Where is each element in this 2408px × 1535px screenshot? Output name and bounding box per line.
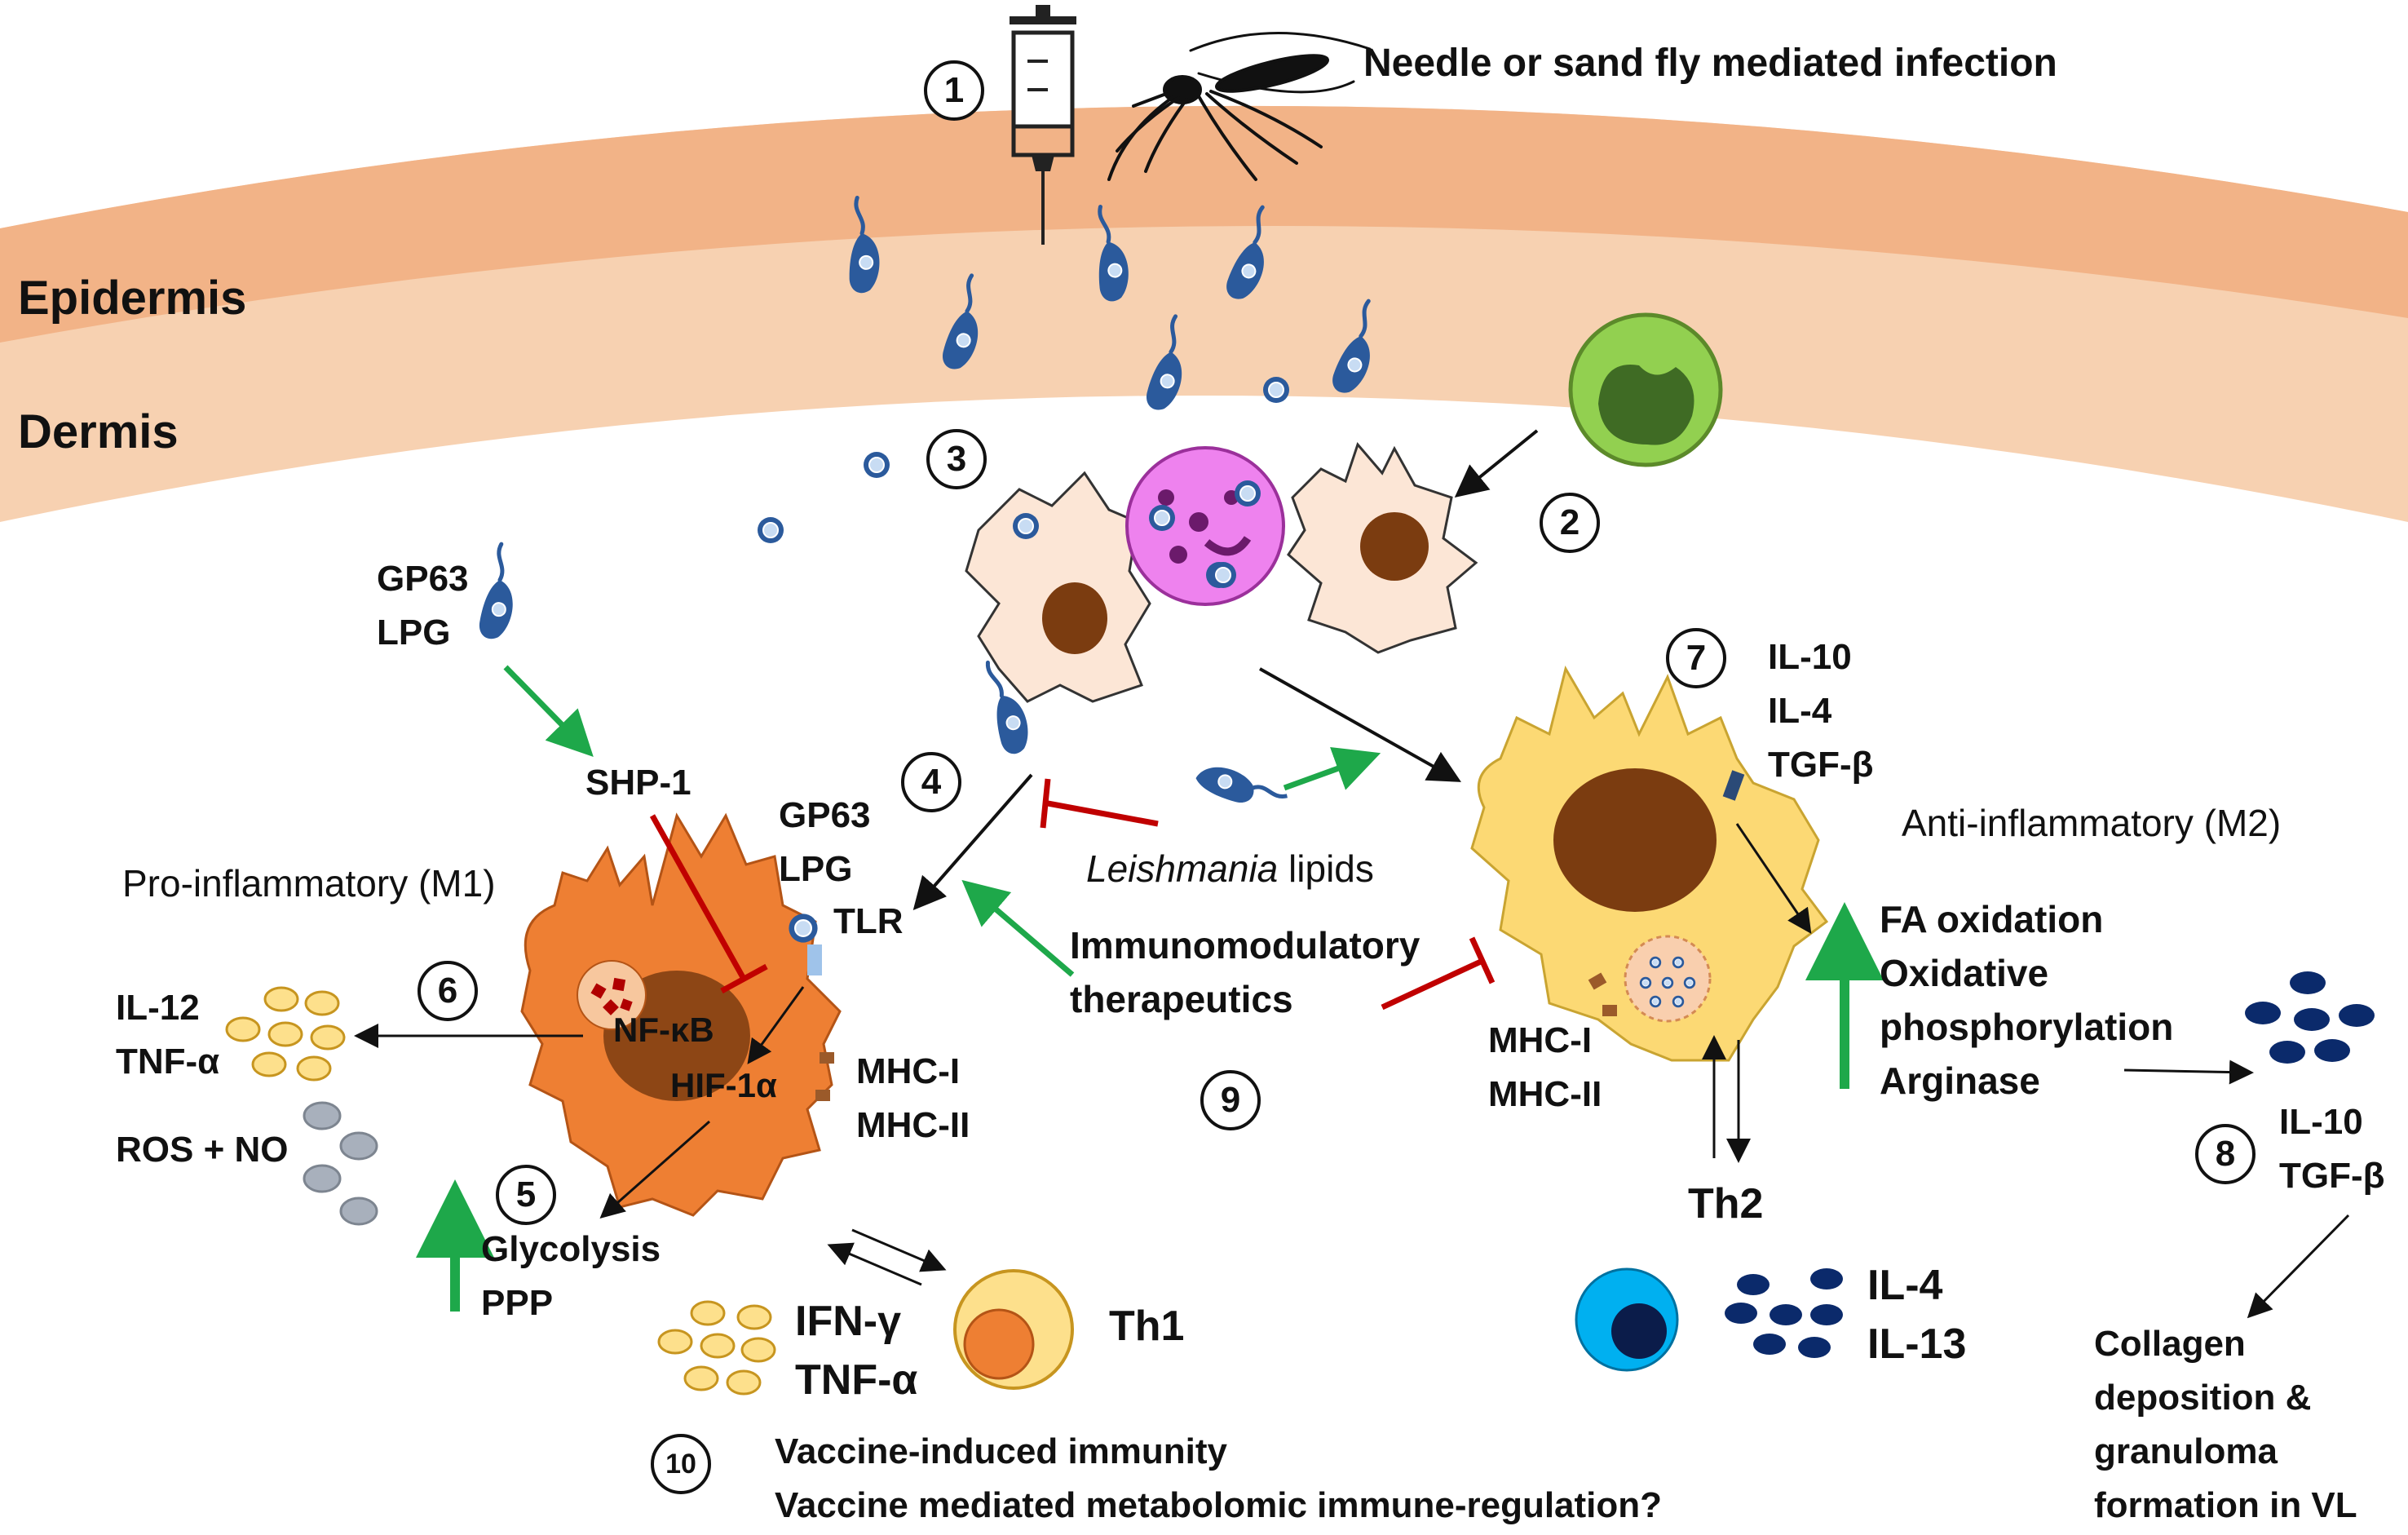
amastigote <box>757 516 784 544</box>
therapeutics-label-line2: therapeutics <box>1070 978 1293 1020</box>
step-3-marker: 3 <box>926 429 987 489</box>
epidermis-label: Epidermis <box>18 272 247 325</box>
m2-title: Anti-inflammatory (M2) <box>1902 802 2282 844</box>
dermis-label: Dermis <box>18 405 179 458</box>
vaccine-line1: Vaccine-induced immunity <box>775 1431 1228 1471</box>
leishmania-italic: Leishmania <box>1086 847 1279 890</box>
m2-il4-label: IL-4 <box>1768 691 1832 731</box>
ros-no-label: ROS + NO <box>116 1130 289 1170</box>
amastigote <box>1012 512 1040 540</box>
ros-granules <box>303 1101 378 1226</box>
parasite-gp63-label: GP63 <box>377 559 469 599</box>
amastigote <box>863 451 890 479</box>
sand-fly-icon <box>1107 32 1372 181</box>
m2-mhc2-label: MHC-II <box>1488 1074 1602 1114</box>
nfkb-label: NF-κB <box>613 1011 714 1049</box>
step-10-marker: 10 <box>651 1434 711 1494</box>
m1-cytokine-granules <box>225 986 346 1082</box>
inhibition-lines <box>649 778 1496 1011</box>
vaccine-line2: Vaccine mediated metabolomic immune-regu… <box>775 1485 1663 1525</box>
step-8-marker: 8 <box>2195 1124 2256 1184</box>
therapeutics-label-line1: Immunomodulatory <box>1070 924 1420 967</box>
promastigote <box>1195 767 1288 803</box>
outcome-line4: formation in VL <box>2094 1485 2357 1525</box>
pathway-arrows <box>354 429 2350 1319</box>
resting-macrophage <box>1287 442 1478 654</box>
outcome-line2: deposition & <box>2094 1378 2312 1418</box>
th1-tnfa-label: TNF-α <box>795 1356 918 1404</box>
m1-tnfa-label: TNF-α <box>116 1042 220 1082</box>
th2-cytokine-granules <box>1725 1268 1843 1358</box>
step-9-marker: 9 <box>1200 1070 1261 1130</box>
amastigote <box>1148 504 1176 532</box>
infection-title: Needle or sand fly mediated infection <box>1363 42 2057 85</box>
th1-label: Th1 <box>1109 1303 1185 1350</box>
arginase-label: Arginase <box>1880 1059 2040 1102</box>
m2-mhc1-label: MHC-I <box>1488 1020 1593 1060</box>
outcome-line1: Collagen <box>2094 1324 2246 1364</box>
activation-arrows <box>416 665 1884 1312</box>
step-1-marker: 1 <box>924 60 984 121</box>
hif1a-label: HIF-1α <box>670 1066 777 1104</box>
m2-tgfb-label: TGF-β <box>1768 745 1874 785</box>
step-6-marker: 6 <box>418 961 478 1021</box>
th2-il4-label: IL-4 <box>1867 1262 1943 1309</box>
amastigote <box>1262 376 1290 404</box>
il12-label: IL-12 <box>116 988 200 1028</box>
amastigote <box>1209 561 1237 589</box>
m1-gp63-label: GP63 <box>779 795 871 835</box>
outcome-line3: granuloma <box>2094 1431 2278 1471</box>
epidermis-layer <box>0 105 2408 343</box>
resting-macrophage <box>965 471 1151 703</box>
m1-title: Pro-inflammatory (M1) <box>122 862 496 905</box>
shp1-label: SHP-1 <box>585 763 691 803</box>
m1-macrophage <box>520 812 842 1217</box>
step-4-marker: 4 <box>901 752 961 812</box>
parasite-lpg-label: LPG <box>377 613 451 652</box>
step-7-marker: 7 <box>1666 628 1726 688</box>
tlr-label: TLR <box>833 901 904 941</box>
il10-tgf-granules <box>2245 971 2375 1064</box>
leishmania-lipids-label: Leishmania lipids <box>1086 848 1374 890</box>
th2-il13-label: IL-13 <box>1867 1320 1967 1368</box>
step8-tgfb-label: TGF-β <box>2279 1156 2385 1196</box>
eosinophil-cell <box>1125 446 1285 606</box>
fa-oxidation-label: FA oxidation <box>1880 898 2104 940</box>
m1-mhc1-label: MHC-I <box>856 1051 961 1091</box>
m1-mhc2-label: MHC-II <box>856 1105 970 1145</box>
th1-cell <box>953 1269 1074 1390</box>
promastigote <box>478 543 518 641</box>
ppp-label: PPP <box>481 1283 554 1323</box>
th2-cell <box>1575 1267 1679 1372</box>
lipids-text: lipids <box>1278 847 1374 890</box>
phosphorylation-label: phosphorylation <box>1880 1006 2174 1048</box>
oxidative-label: Oxidative <box>1880 952 2049 994</box>
m2-il10-label: IL-10 <box>1768 637 1852 677</box>
th1-cytokine-granules <box>657 1300 776 1396</box>
th2-label: Th2 <box>1688 1180 1764 1228</box>
glycolysis-label: Glycolysis <box>481 1229 661 1269</box>
m1-lpg-label: LPG <box>779 849 853 889</box>
m2-macrophage <box>1470 666 1829 1062</box>
step-2-marker: 2 <box>1540 493 1600 553</box>
step8-il10-label: IL-10 <box>2279 1102 2363 1142</box>
syringe-icon <box>1010 5 1076 245</box>
neutrophil-cell <box>1568 312 1723 467</box>
step-5-marker: 5 <box>496 1165 556 1225</box>
amastigote <box>1234 480 1261 507</box>
ifng-label: IFN-γ <box>795 1298 901 1345</box>
